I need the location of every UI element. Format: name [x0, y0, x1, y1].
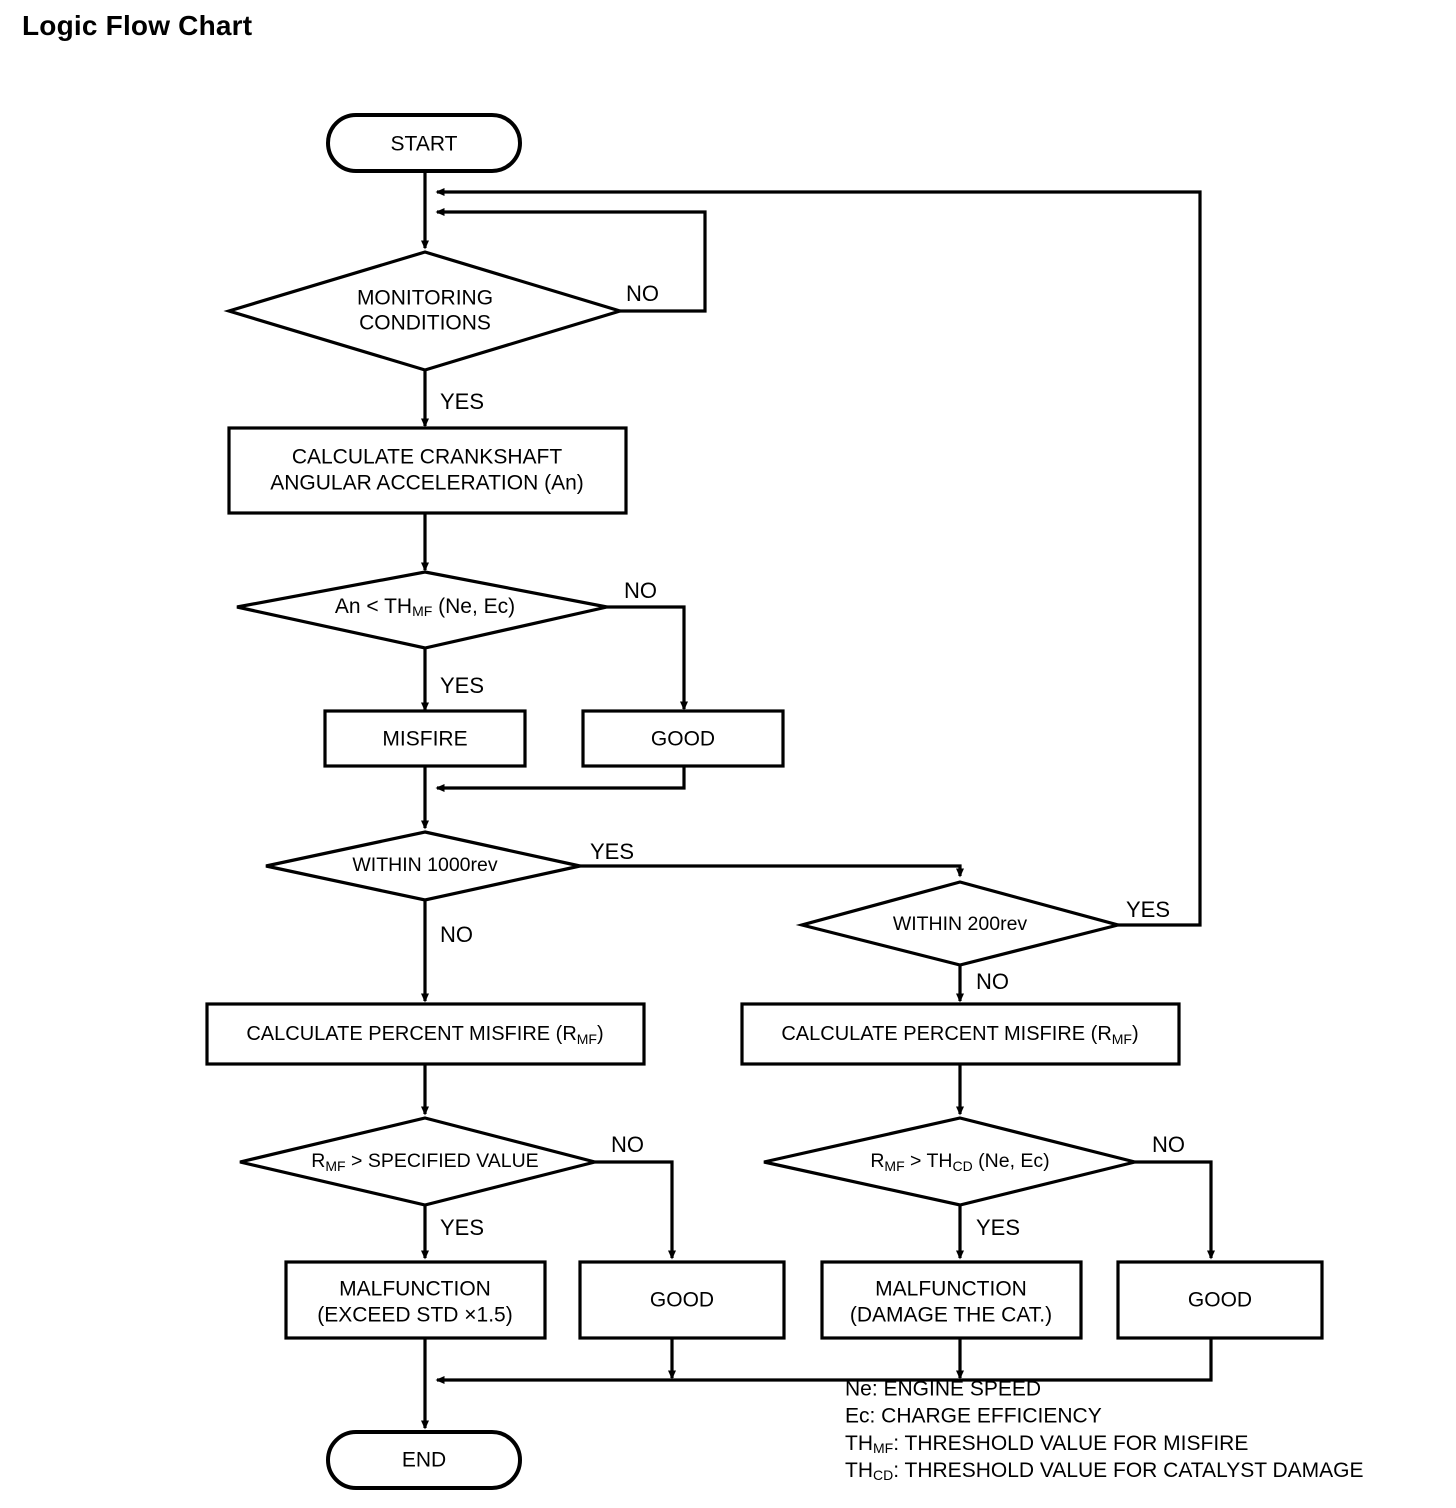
calc-pct-right-sub: MF [1112, 1031, 1132, 1047]
legend: Ne: ENGINE SPEED Ec: CHARGE EFFICIENCY T… [845, 1378, 1364, 1483]
node-monitoring-conditions-line2: CONDITIONS [359, 312, 491, 335]
node-misfire-label: MISFIRE [382, 728, 467, 751]
node-calculate-crankshaft-line2: ANGULAR ACCELERATION (An) [270, 472, 584, 495]
node-within-1000rev-label: WITHIN 1000rev [352, 854, 497, 876]
edge-an-no-to-good [607, 605, 688, 711]
rmf-spec-prefix: R [311, 1150, 325, 1172]
an-lt-thmf-subscript: MF [412, 603, 432, 619]
node-good-2: GOOD [578, 1260, 786, 1340]
node-good-1-label: GOOD [651, 728, 715, 751]
node-malfunction-damage-cat-line1: MALFUNCTION [875, 1278, 1027, 1301]
edge-spec-no-to-good2 [595, 1160, 676, 1260]
rmf-thcd-suffix: (Ne, Ec) [973, 1150, 1050, 1172]
edge-within1000rev-yes [580, 864, 964, 878]
edge-label-spec-yes: YES [440, 1215, 484, 1240]
node-good-1: GOOD [581, 709, 785, 768]
legend-thcd-sub: CD [873, 1467, 893, 1483]
calc-pct-right-prefix: CALCULATE PERCENT MISFIRE (R [781, 1023, 1111, 1045]
node-malfunction-damage-cat-line2: (DAMAGE THE CAT.) [850, 1304, 1052, 1327]
legend-thmf-suffix: : THRESHOLD VALUE FOR MISFIRE [893, 1432, 1248, 1455]
edge-thcd-no-to-good3 [1135, 1160, 1215, 1260]
node-an-lt-thmf-label: An < THMF (Ne, Ec) [335, 595, 515, 619]
edge-within200rev-yes-loopback [435, 188, 1202, 927]
legend-line-thcd: THCD: THRESHOLD VALUE FOR CATALYST DAMAG… [845, 1459, 1364, 1483]
node-rmf-gt-specified-value: RMF > SPECIFIED VALUE [239, 1116, 596, 1207]
node-malfunction-damage-cat: MALFUNCTION (DAMAGE THE CAT.) [820, 1260, 1083, 1340]
node-end-label: END [402, 1449, 446, 1472]
legend-thmf-prefix: TH [845, 1432, 873, 1455]
node-start-label: START [391, 133, 458, 156]
legend-line-ec: Ec: CHARGE EFFICIENCY [845, 1405, 1102, 1428]
calc-pct-left-suffix: ) [597, 1023, 604, 1045]
calc-pct-left-prefix: CALCULATE PERCENT MISFIRE (R [246, 1023, 576, 1045]
node-an-lt-thmf: An < THMF (Ne, Ec) [236, 570, 608, 650]
edge-label-within1000rev-no: NO [440, 922, 473, 947]
legend-thcd-prefix: TH [845, 1459, 873, 1482]
edge-label-within200rev-yes: YES [1126, 897, 1170, 922]
node-good-2-label: GOOD [650, 1289, 714, 1312]
node-monitoring-conditions: MONITORING CONDITIONS [223, 250, 626, 372]
calc-pct-left-sub: MF [577, 1031, 597, 1047]
legend-thmf-sub: MF [873, 1440, 893, 1456]
edge-label-an-no: NO [624, 578, 657, 603]
calc-pct-right-suffix: ) [1132, 1023, 1139, 1045]
edge-label-an-yes: YES [440, 673, 484, 698]
node-calculate-percent-misfire-left: CALCULATE PERCENT MISFIRE (RMF) [205, 1002, 646, 1066]
node-calc-pct-misfire-left-label: CALCULATE PERCENT MISFIRE (RMF) [246, 1023, 603, 1046]
edge-monitoring-no-loopback [435, 208, 707, 313]
legend-line-thmf: THMF: THRESHOLD VALUE FOR MISFIRE [845, 1432, 1248, 1456]
edge-label-thcd-no: NO [1152, 1132, 1185, 1157]
node-malfunction-exceed-std-line1: MALFUNCTION [339, 1278, 491, 1301]
node-good-3-label: GOOD [1188, 1289, 1252, 1312]
node-good-3: GOOD [1116, 1260, 1324, 1340]
edge-label-thcd-yes: YES [976, 1215, 1020, 1240]
rmf-thcd-sub: MF [884, 1158, 904, 1174]
rmf-thcd-sub2: CD [953, 1158, 973, 1174]
legend-thcd-suffix: : THRESHOLD VALUE FOR CATALYST DAMAGE [893, 1459, 1363, 1482]
node-calculate-crankshaft: CALCULATE CRANKSHAFT ANGULAR ACCELERATIO… [227, 426, 628, 515]
node-malfunction-exceed-std-line2: (EXCEED STD ×1.5) [317, 1304, 512, 1327]
node-monitoring-conditions-line1: MONITORING [357, 287, 493, 310]
node-within-200rev: WITHIN 200rev [795, 880, 1125, 967]
node-start: START [326, 113, 522, 173]
node-rmf-gt-thcd-label: RMF > THCD (Ne, Ec) [870, 1150, 1049, 1174]
page-title: Logic Flow Chart [22, 10, 253, 41]
node-rmf-gt-thcd: RMF > THCD (Ne, Ec) [763, 1116, 1136, 1207]
node-within-200rev-label: WITHIN 200rev [893, 913, 1028, 935]
node-calculate-percent-misfire-right: CALCULATE PERCENT MISFIRE (RMF) [740, 1002, 1181, 1066]
edge-label-monitoring-no: NO [626, 281, 659, 306]
edge-label-spec-no: NO [611, 1132, 644, 1157]
edge-good3-merge [435, 1338, 1213, 1384]
an-lt-thmf-suffix: (Ne, Ec) [432, 595, 515, 618]
edge-good1-merge [435, 766, 686, 792]
edge-label-within200rev-no: NO [976, 969, 1009, 994]
node-within-1000rev: WITHIN 1000rev [265, 830, 581, 902]
node-end: END [326, 1430, 522, 1490]
node-calc-pct-misfire-right-label: CALCULATE PERCENT MISFIRE (RMF) [781, 1023, 1138, 1046]
rmf-thcd-mid: > TH [905, 1150, 953, 1172]
node-calculate-crankshaft-line1: CALCULATE CRANKSHAFT [292, 446, 562, 469]
node-misfire: MISFIRE [323, 709, 527, 768]
rmf-thcd-prefix: R [870, 1150, 884, 1172]
rmf-spec-suffix: > SPECIFIED VALUE [346, 1150, 539, 1172]
edge-label-monitoring-yes: YES [440, 389, 484, 414]
an-lt-thmf-prefix: An < TH [335, 595, 412, 618]
rmf-spec-sub: MF [325, 1158, 345, 1174]
node-malfunction-exceed-std: MALFUNCTION (EXCEED STD ×1.5) [284, 1260, 547, 1340]
legend-line-ne: Ne: ENGINE SPEED [845, 1378, 1041, 1401]
node-rmf-gt-spec-label: RMF > SPECIFIED VALUE [311, 1150, 538, 1174]
edge-label-within1000rev-yes: YES [590, 839, 634, 864]
